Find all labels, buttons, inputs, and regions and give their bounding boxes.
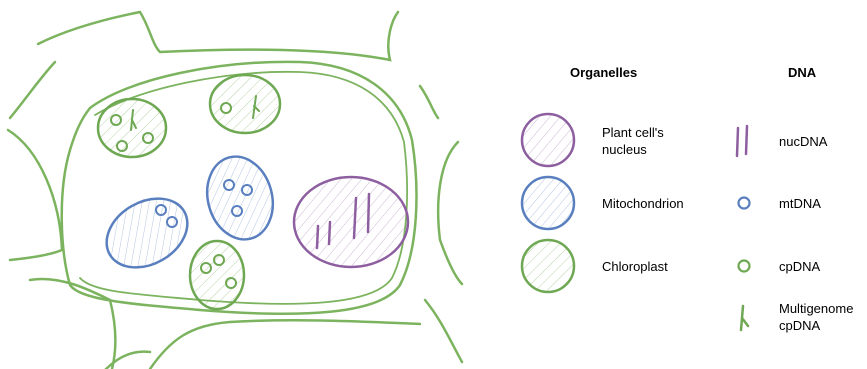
legend-mitochondrion-swatch <box>520 175 576 231</box>
legend-mtdna-label: mtDNA <box>779 196 821 211</box>
neighbor-wall-right-bottom <box>423 298 464 364</box>
cpdna-icon <box>737 259 751 273</box>
multigenome-cpdna-icon <box>739 304 750 332</box>
neighbor-wall-right-top <box>418 84 440 120</box>
neighbor-cell-walls <box>6 10 464 369</box>
legend-chloroplast-swatch <box>520 238 576 294</box>
legend-chloroplast-label: Chloroplast <box>602 259 668 274</box>
legend-multigenome-label: Multigenome cpDNA <box>779 301 857 333</box>
neighbor-wall-left <box>6 128 64 262</box>
legend-mitochondrion-label: Mitochondrion <box>602 196 684 211</box>
chloroplast <box>188 239 246 311</box>
nucdna-icon <box>735 124 749 158</box>
organelles-header: Organelles <box>570 65 637 80</box>
neighbor-wall-bottom-left-2 <box>104 350 152 369</box>
cell-wall <box>60 60 418 315</box>
neighbor-wall-bottom <box>148 319 422 369</box>
nucleus <box>292 175 410 269</box>
neighbor-wall-bottom-left <box>28 277 117 369</box>
legend-nucleus-swatch <box>520 112 576 168</box>
chloroplast <box>96 97 168 159</box>
legend-nucleus-label: Plant cell's nucleus <box>602 125 667 157</box>
mitochondrion <box>205 155 275 241</box>
mitochondrion <box>105 197 189 269</box>
legend-cpdna-label: cpDNA <box>779 259 821 274</box>
neighbor-wall-right <box>436 140 464 286</box>
dna-header: DNA <box>788 65 817 80</box>
mtdna-icon <box>737 196 751 210</box>
neighbor-wall-top <box>36 10 400 62</box>
neighbor-wall-top-left <box>8 60 57 120</box>
legend-nucdna-label: nucDNA <box>779 134 828 149</box>
chloroplast <box>208 73 282 135</box>
